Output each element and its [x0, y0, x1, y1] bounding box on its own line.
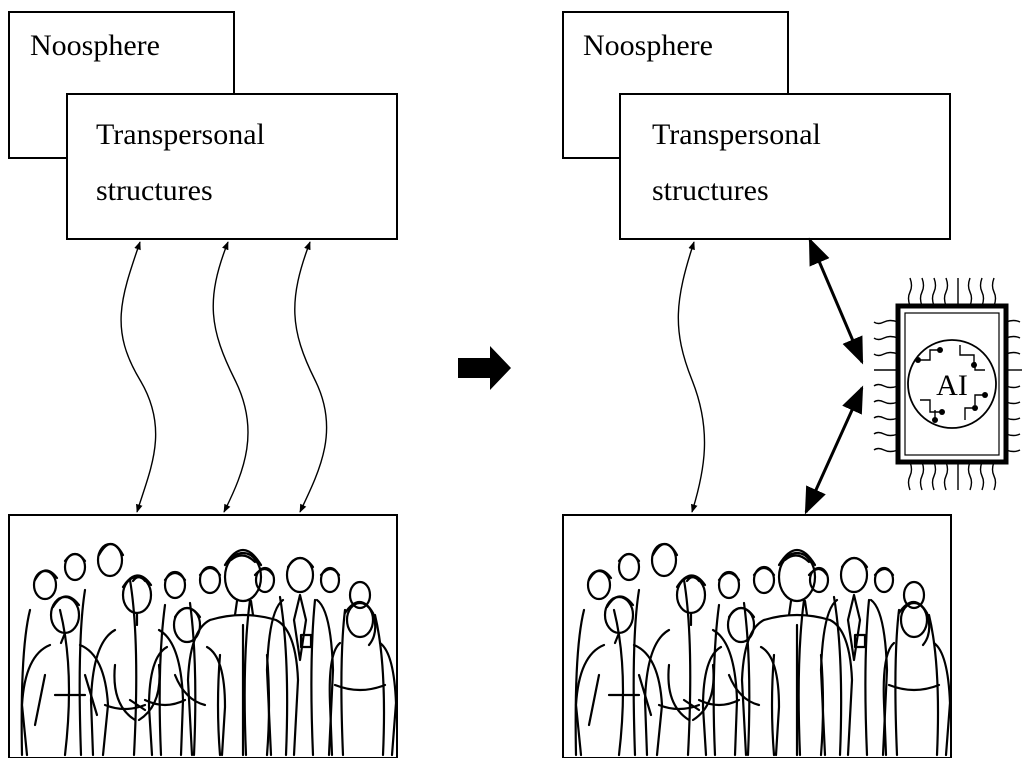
- right-crowd-frame: [562, 514, 952, 758]
- right-transpersonal-box: [619, 93, 951, 240]
- right-transpersonal-label-line1: Transpersonal: [652, 118, 821, 151]
- left-connector-1: [120, 241, 157, 513]
- ai-to-structures-arrow: [808, 237, 864, 365]
- right-transpersonal-label-line2: structures: [652, 174, 769, 207]
- right-arrow-icon: [458, 346, 511, 390]
- left-panel: Noosphere Transpersonal structures: [8, 11, 398, 758]
- left-connector-3: [294, 241, 328, 513]
- left-transpersonal-label-line2: structures: [96, 174, 213, 207]
- left-transpersonal-box: [66, 93, 398, 240]
- ai-to-crowd-arrow: [804, 385, 864, 515]
- left-crowd-frame: [8, 514, 398, 758]
- chip-inner-frame: [904, 312, 1000, 456]
- left-connector-2: [212, 241, 249, 513]
- left-wavy-connectors: [120, 241, 328, 513]
- left-transpersonal-label-line1: Transpersonal: [96, 118, 265, 151]
- right-wavy-connector: [677, 241, 706, 513]
- ai-chip-label: AI: [936, 369, 968, 402]
- right-noosphere-label: Noosphere: [583, 29, 713, 62]
- right-panel: Noosphere Transpersonal structures: [562, 11, 952, 758]
- ai-chip-icon: AI: [873, 277, 1022, 491]
- left-noosphere-label: Noosphere: [30, 29, 160, 62]
- chip-circuit-nodes: [915, 347, 988, 423]
